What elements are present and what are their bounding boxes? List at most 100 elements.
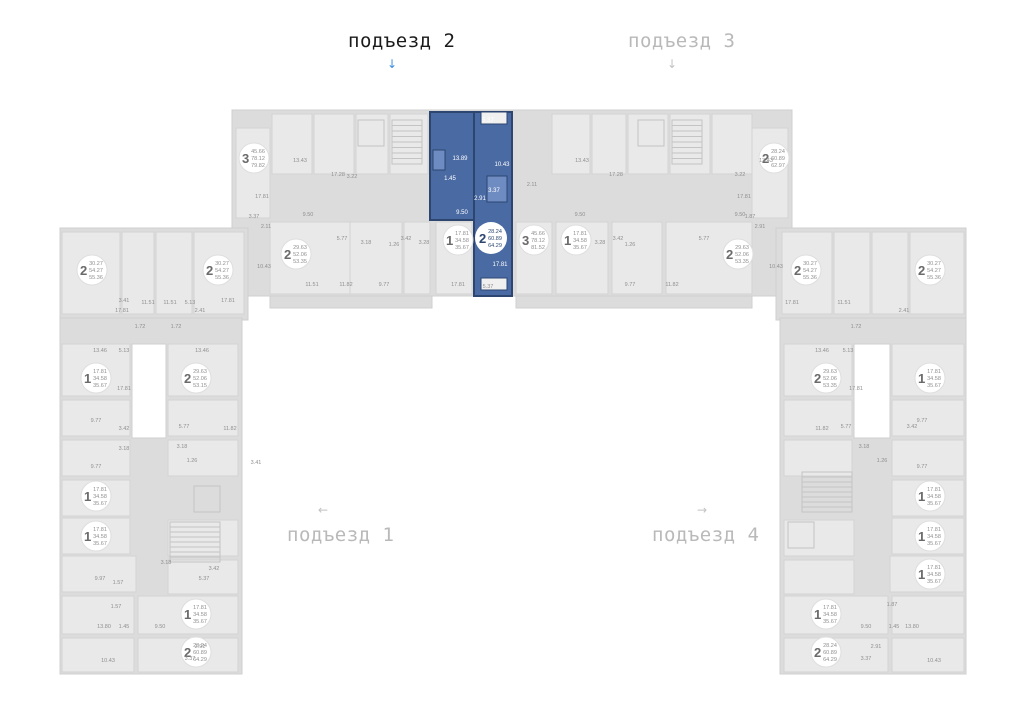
room-area-label: 3.18: [177, 444, 188, 450]
room-area-label: 13.80: [905, 624, 919, 630]
apartment-area: 17.81: [927, 565, 941, 571]
room: [61, 595, 135, 635]
apartment-area: 17.81: [93, 527, 107, 533]
apartment-area: 60.89: [193, 650, 207, 656]
apartment-area: 53.35: [735, 259, 749, 265]
apartment-area: 45.66: [251, 149, 265, 155]
apartment-area: 17.81: [455, 231, 469, 237]
room-area-label: 10.43: [769, 264, 783, 270]
apartment-area: 34.58: [93, 494, 107, 500]
room-area-label: 2.91: [195, 644, 206, 650]
apartment-area: 34.58: [93, 534, 107, 540]
room-area-label: 1.26: [877, 458, 888, 464]
selected-room-label: 13.89: [452, 156, 468, 162]
room: [833, 231, 871, 315]
badge-circle: [914, 362, 946, 394]
room-area-label: 3.18: [161, 560, 172, 566]
entrance-label-3[interactable]: подъезд 3: [628, 30, 736, 52]
room-area-label: 3.37: [861, 656, 872, 662]
apartment-area: 35.67: [927, 541, 941, 547]
badge-circle: [80, 362, 112, 394]
room-area-label: 2.11: [261, 224, 271, 230]
room: [167, 559, 239, 595]
badge-circle: [80, 480, 112, 512]
arrow-left-icon: ←: [318, 503, 329, 517]
room: [61, 637, 135, 673]
selected-rooms: 2: [479, 231, 486, 246]
badge-circle: [914, 480, 946, 512]
entrance-label-2[interactable]: подъезд 2: [348, 30, 456, 52]
room-area-label: 3.41: [251, 460, 262, 466]
apartment-area: 28.24: [823, 643, 837, 649]
apartment-rooms: 2: [184, 645, 191, 660]
apartment-rooms: 2: [794, 263, 801, 278]
selected-area: 64.29: [488, 243, 502, 249]
room-area-label: 1.26: [187, 458, 198, 464]
room: [891, 439, 965, 477]
apartment-area: 52.06: [293, 252, 307, 258]
room-area-label: 17.28: [609, 172, 623, 178]
elevator: [637, 119, 665, 147]
apartment-rooms: 1: [446, 233, 453, 248]
entrance-label-4[interactable]: подъезд 4: [652, 524, 760, 546]
room-area-label: 1.26: [389, 242, 400, 248]
room-area-label: 3.18: [119, 446, 130, 452]
apartment-area: 34.58: [927, 494, 941, 500]
apartment-area: 30.27: [89, 261, 103, 267]
room-area-label: 2.11: [527, 182, 537, 188]
apartment-area: 35.67: [455, 245, 469, 251]
selected-room-label: 9.50: [456, 210, 468, 216]
room-area-label: 11.51: [305, 282, 318, 288]
entrance-label-1[interactable]: подъезд 1: [287, 524, 395, 546]
room: [403, 221, 431, 295]
room-area-label: 9.77: [917, 464, 928, 470]
room: [891, 399, 965, 437]
apartment-area: 35.67: [927, 383, 941, 389]
selected-area: 60.89: [488, 236, 502, 242]
apartment-area: 35.67: [927, 501, 941, 507]
room-area-label: 1.57: [111, 604, 122, 610]
apartment-rooms: 2: [206, 263, 213, 278]
apartment-area: 55.36: [215, 275, 229, 281]
apartment-area: 34.58: [927, 572, 941, 578]
room: [783, 519, 855, 557]
apartment-area: 55.36: [89, 275, 103, 281]
apartment-area: 17.81: [823, 605, 837, 611]
room-area-label: 3.42: [613, 236, 624, 242]
room-area-label: 11.82: [815, 426, 828, 432]
elevator: [787, 521, 815, 549]
apartment-area: 17.81: [573, 231, 587, 237]
selected-room-label: 3.37: [488, 188, 500, 194]
apartment-area: 29.63: [823, 369, 837, 375]
apartment-area: 35.67: [93, 383, 107, 389]
badge-circle: [810, 598, 842, 630]
room-area-label: 9.50: [735, 212, 746, 218]
room-area-label: 9.77: [625, 282, 636, 288]
room: [355, 113, 389, 175]
room: [891, 595, 965, 635]
badge-circle: [518, 224, 550, 256]
room-area-label: 3.28: [595, 240, 606, 246]
room-area-label: 17.81: [849, 386, 863, 392]
apartment-area: 28.24: [771, 149, 785, 155]
apartment-area: 81.52: [531, 245, 545, 251]
room-area-label: 1.72: [851, 324, 862, 330]
badge-circle: [722, 238, 754, 270]
room-area-label: 2.41: [195, 308, 206, 314]
apartment-area: 53.15: [193, 383, 207, 389]
apartment-rooms: 1: [84, 489, 91, 504]
apartment-rooms: 1: [184, 607, 191, 622]
room-area-label: 5.77: [337, 236, 348, 242]
room-area-label: 17.81: [737, 194, 751, 200]
room-area-label: 17.81: [221, 298, 235, 304]
apartment-rooms: 2: [814, 645, 821, 660]
